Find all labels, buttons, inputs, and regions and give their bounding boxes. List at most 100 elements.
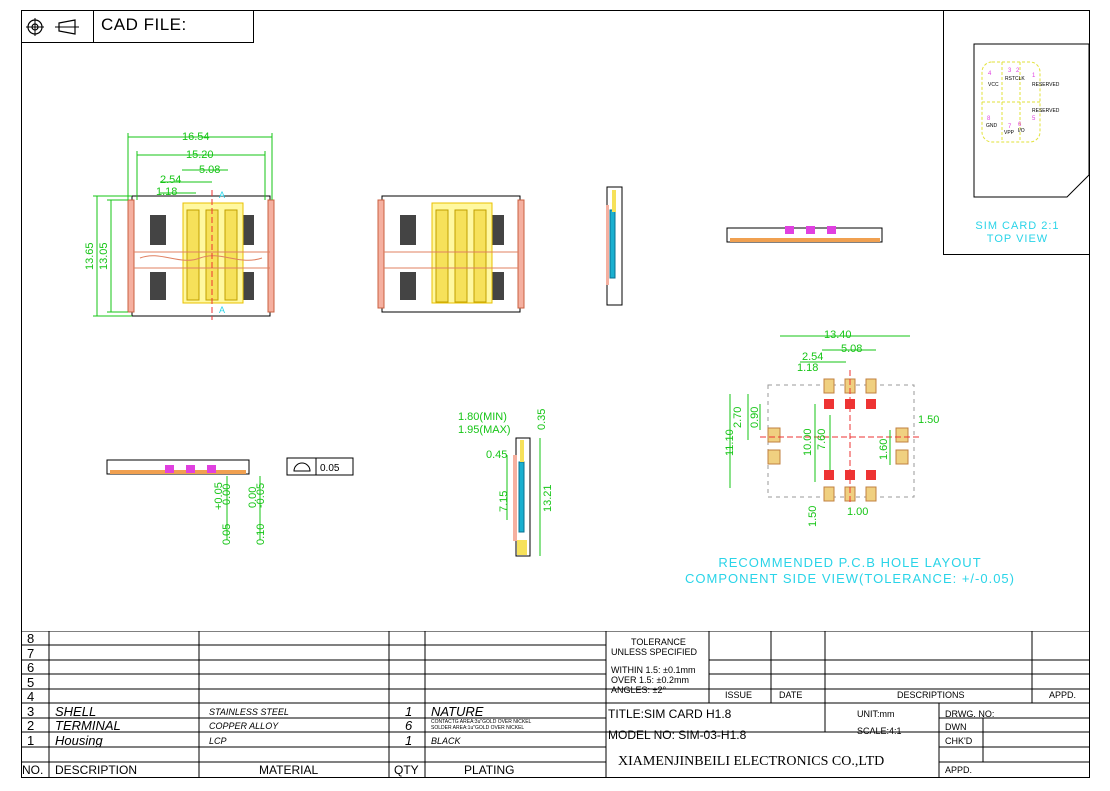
pin-label-vpp: VPP <box>1004 130 1015 136</box>
dim-0-05-tol2: 0.00 <box>221 484 233 505</box>
drawing-number-label: DRWG. NO: <box>945 709 995 719</box>
bom-desc-housing: Housing <box>55 733 103 748</box>
header-plating: PLATING <box>464 763 515 777</box>
pin-label-gnd: GND <box>986 123 998 129</box>
col-appd: APPD. <box>1049 690 1077 700</box>
dim-2-54: 2.54 <box>160 174 181 186</box>
dim-5-08: 5.08 <box>199 164 220 176</box>
bom-material-housing: LCP <box>209 736 227 746</box>
pcb-dim-1-00: 1.00 <box>847 506 868 518</box>
bom-qty-terminal: 6 <box>405 718 413 733</box>
sim-card-inset: 4 3 2 1 8 7 6 5 VCC RST CLK RESERVED RES… <box>943 10 1090 255</box>
dim-13-65: 13.65 <box>84 242 96 270</box>
tolerance-within: WITHIN 1.5: ±0.1mm <box>611 665 696 675</box>
pcb-dim-1-18: 1.18 <box>797 362 818 374</box>
title-block: 8 7 6 5 4 3 2 1 SHELL STAINLESS STEEL 1 … <box>21 631 1090 778</box>
row-num-1: 1 <box>27 733 35 748</box>
svg-text:A: A <box>219 305 225 315</box>
dim-0-45: 0.45 <box>486 449 507 461</box>
front-view: A A <box>127 190 275 320</box>
inset-caption-2: TOP VIEW <box>986 233 1049 245</box>
sim-card-drawing: 4 3 2 1 8 7 6 5 VCC RST CLK RESERVED RES… <box>973 43 1090 198</box>
dim-16-54: 16.54 <box>182 131 210 143</box>
bom-material-shell: STAINLESS STEEL <box>209 707 289 717</box>
header-material: MATERIAL <box>259 763 319 777</box>
dim-15-20: 15.20 <box>186 149 214 161</box>
bom-desc-terminal: TERMINAL <box>55 718 121 733</box>
svg-text:A: A <box>219 190 225 200</box>
pin-label-clk: CLK <box>1015 76 1025 82</box>
pin-1: 1 <box>1032 73 1036 79</box>
pin-label-rst: RST <box>1005 76 1015 82</box>
pin-2: 2 <box>1016 68 1020 74</box>
tolerance-sub: UNLESS SPECIFIED <box>611 647 698 657</box>
dim-0-05-tol: +0.05 <box>213 482 225 510</box>
dim-1-18: 1.18 <box>156 186 177 198</box>
pin-8: 8 <box>987 116 991 122</box>
col-issue: ISSUE <box>725 690 753 700</box>
inset-caption-1: SIM CARD 2:1 <box>975 220 1060 232</box>
pcb-dim-1-50-a: 1.50 <box>918 414 939 426</box>
header-no: NO. <box>22 763 44 777</box>
model-number: MODEL NO: SIM-03-H1.8 <box>608 728 747 742</box>
dim-7-15: 7.15 <box>498 491 510 512</box>
pcb-dim-2-70: 2.70 <box>732 407 744 428</box>
pcb-dim-1-50-b: 1.50 <box>807 506 819 527</box>
title-block-grid <box>21 631 1090 778</box>
bom-plating-terminal: CONTACTG AREA:3u"GOLD OVER NICKEL <box>431 719 532 725</box>
drawing-frame <box>21 10 1090 778</box>
pcb-dim-7-60: 7.60 <box>816 429 828 450</box>
pin-label-reserved-1: RESERVED <box>1032 82 1060 88</box>
projection-symbol-icon <box>26 18 79 36</box>
bom-qty-shell: 1 <box>405 704 413 719</box>
pcb-note-2: COMPONENT SIDE VIEW(TOLERANCE: +/-0.05) <box>685 571 1015 586</box>
dwn-label: DWN <box>945 722 967 732</box>
pin-3: 3 <box>1008 68 1012 74</box>
pin-label-io: I/O <box>1018 128 1025 134</box>
bottom-view <box>106 457 354 540</box>
row-num-6: 6 <box>27 660 35 675</box>
top-view <box>726 226 883 243</box>
section-view <box>506 437 541 557</box>
front-view-dims <box>93 133 273 317</box>
bom-plating-terminal-2: SOLDER AREA:1u"GOLD OVER NICKEL <box>431 725 525 731</box>
pcb-dim-2-54: 2.54 <box>802 351 823 363</box>
scale-label: SCALE:4:1 <box>857 726 902 736</box>
bom-qty-housing: 1 <box>405 733 413 748</box>
pin-6: 6 <box>1018 122 1022 128</box>
unit-label: UNIT:mm <box>857 709 895 719</box>
pin-label-reserved-2: RESERVED <box>1032 108 1060 114</box>
dim-0-10: 0.10 <box>255 524 267 545</box>
row-num-8: 8 <box>27 631 35 646</box>
row-num-7: 7 <box>27 646 35 661</box>
chkd-label: CHK'D <box>945 736 973 746</box>
mechanical-drawing: A A 16.54 15.20 5.08 2.54 1.18 13.65 13.… <box>84 131 939 557</box>
side-view <box>606 186 623 306</box>
row-num-2: 2 <box>27 718 35 733</box>
row-num-5: 5 <box>27 675 35 690</box>
header-description: DESCRIPTION <box>55 763 138 777</box>
cad-file-label: CAD FILE: <box>101 15 187 34</box>
pcb-dim-11-10: 11.10 <box>724 429 736 456</box>
pcb-dim-0-90: 0.90 <box>749 407 761 428</box>
dim-1-95-max: 1.95(MAX) <box>458 424 511 436</box>
pcb-dim-13-40: 13.40 <box>824 329 852 341</box>
dim-13-05: 13.05 <box>98 242 110 270</box>
bom-material-terminal: COPPER ALLOY <box>209 721 279 731</box>
pcb-dim-1-60: 1.60 <box>878 439 890 460</box>
pcb-note-1: RECOMMENDED P.C.B HOLE LAYOUT <box>718 555 982 570</box>
drawing-title: TITLE:SIM CARD H1.8 <box>608 707 732 721</box>
pcb-dim-10-00: 10.00 <box>802 428 814 456</box>
dim-1-80-min: 1.80(MIN) <box>458 411 507 423</box>
company-name: XIAMENJINBEILI ELECTRONICS CO.,LTD <box>618 754 885 769</box>
dim-0-10-tol2: -0.05 <box>255 483 267 508</box>
pin-4: 4 <box>988 71 992 77</box>
header-qty: QTY <box>394 763 419 777</box>
cad-header: CAD FILE: <box>21 10 254 43</box>
pcb-dim-5-08: 5.08 <box>841 343 862 355</box>
tolerance-title: TOLERANCE <box>631 637 686 647</box>
bom-plating-shell: NATURE <box>431 704 484 719</box>
pin-label-vcc: VCC <box>988 82 999 88</box>
bom-plating-housing: BLACK <box>431 736 461 746</box>
flatness-value: 0.05 <box>320 463 340 474</box>
